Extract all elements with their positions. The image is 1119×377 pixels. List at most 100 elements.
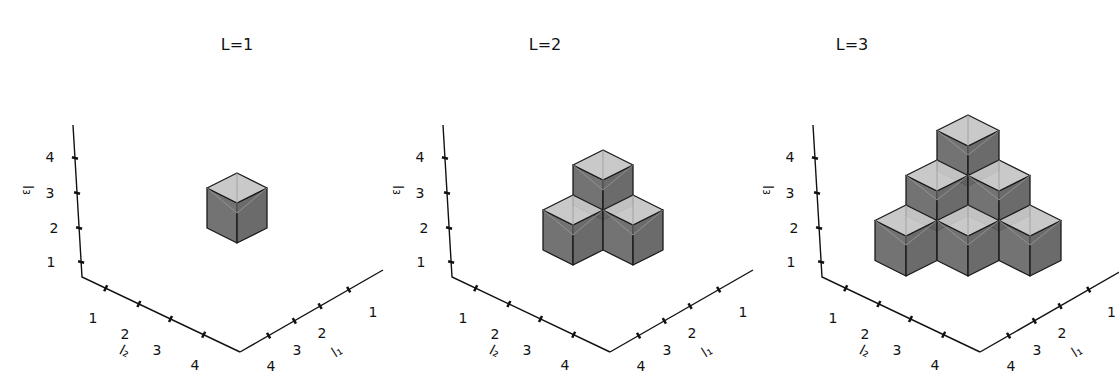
tick-label: 2 [50, 221, 59, 235]
tick-label: 4 [416, 150, 425, 164]
tick-label: 1 [459, 311, 468, 325]
unit-cube [937, 205, 999, 276]
axis-tick [293, 318, 296, 324]
tick-label: 4 [46, 150, 55, 164]
cube-edge [968, 176, 999, 201]
tick-label: 2 [688, 326, 697, 340]
cube-edge [906, 176, 937, 201]
cube-edge [906, 221, 937, 246]
tick-label: 1 [739, 305, 748, 319]
tick-label: 4 [931, 358, 940, 372]
axis-tick [539, 316, 542, 322]
cube-edge [207, 188, 237, 213]
axis-line [73, 125, 240, 352]
cube-edge [603, 150, 604, 190]
cube-edge [937, 160, 938, 200]
tick-label: 2 [1058, 326, 1067, 340]
tick-label: 3 [663, 343, 672, 357]
cube-edge [875, 221, 906, 246]
tick-label: 2 [420, 221, 429, 235]
cube-edge [633, 195, 634, 235]
tick-label: 3 [893, 343, 902, 357]
tick-label: 3 [153, 343, 162, 357]
axis-name: l₁ [1069, 343, 1084, 360]
tick-label: 4 [637, 359, 646, 373]
cube-edge [937, 131, 968, 156]
axis-tick [104, 285, 107, 291]
axis-line [240, 270, 383, 352]
axis-tick [814, 192, 820, 194]
tick-label: 3 [786, 186, 795, 200]
cube-edge [237, 173, 238, 213]
tick-label: 1 [1107, 305, 1116, 319]
cube-edge [968, 205, 969, 245]
axis-tick [507, 301, 510, 307]
axis-name: l₂ [488, 343, 503, 360]
tick-label: 1 [829, 311, 838, 325]
tick-label: 3 [293, 343, 302, 357]
axis-tick [444, 192, 450, 194]
axis-tick [78, 261, 84, 263]
cube-edge [999, 160, 1000, 200]
axis-line [813, 125, 980, 352]
axis-tick [877, 301, 880, 307]
axis-name: l₂ [118, 343, 133, 360]
cube-edge [968, 221, 999, 246]
unit-cube [207, 173, 267, 243]
tick-label: 4 [191, 358, 200, 372]
cube-edge [937, 221, 968, 246]
axis-tick [1058, 303, 1061, 309]
axis-name: l₁ [329, 343, 344, 360]
axis-tick [448, 261, 454, 263]
axis-tick [1007, 333, 1010, 339]
tick-label: 3 [523, 343, 532, 357]
cube-edge [968, 115, 969, 155]
tick-label: 1 [369, 305, 378, 319]
axis-tick [446, 227, 452, 229]
tick-label: 4 [561, 358, 570, 372]
tick-label: 3 [416, 186, 425, 200]
tick-label: 1 [787, 255, 796, 269]
tick-label: 1 [417, 255, 426, 269]
axis-tick [909, 316, 912, 322]
tick-label: 3 [1033, 343, 1042, 357]
axis-tick [72, 157, 78, 159]
unit-cube [543, 195, 603, 265]
tick-label: 4 [267, 359, 276, 373]
tick-label: 1 [47, 255, 56, 269]
axis-tick [844, 285, 847, 291]
axis-tick [442, 157, 448, 159]
tick-label: 4 [786, 150, 795, 164]
panel-title: L=2 [529, 37, 562, 53]
cube-edge [603, 165, 633, 190]
tick-label: 2 [121, 327, 130, 341]
cube-edge [999, 176, 1030, 201]
cube-edge [999, 221, 1030, 246]
tick-label: 2 [491, 327, 500, 341]
axis-name: l₂ [858, 343, 873, 360]
cube-edge [968, 131, 999, 156]
axis-tick [474, 285, 477, 291]
cube-edge [1030, 221, 1061, 246]
tick-label: 2 [861, 327, 870, 341]
axis-tick [717, 287, 720, 293]
unit-cube [875, 205, 937, 276]
panel-title: L=3 [836, 37, 869, 53]
axis-name: l₃ [21, 185, 35, 195]
cube-edge [633, 210, 663, 235]
cube-edge [573, 210, 603, 235]
axis-tick [169, 316, 172, 322]
unit-cube [999, 205, 1061, 276]
axis-name: l₁ [699, 343, 714, 360]
cube-edge [937, 176, 968, 201]
panel-title: L=1 [221, 37, 254, 53]
cube-edge [237, 188, 267, 213]
axis-tick [137, 301, 140, 307]
axis-tick [637, 333, 640, 339]
cube-edge [573, 165, 603, 190]
tick-label: 3 [46, 186, 55, 200]
axis-tick [76, 227, 82, 229]
axis-tick [74, 192, 80, 194]
axis-name: l₃ [391, 185, 405, 195]
tick-label: 4 [1007, 359, 1016, 373]
